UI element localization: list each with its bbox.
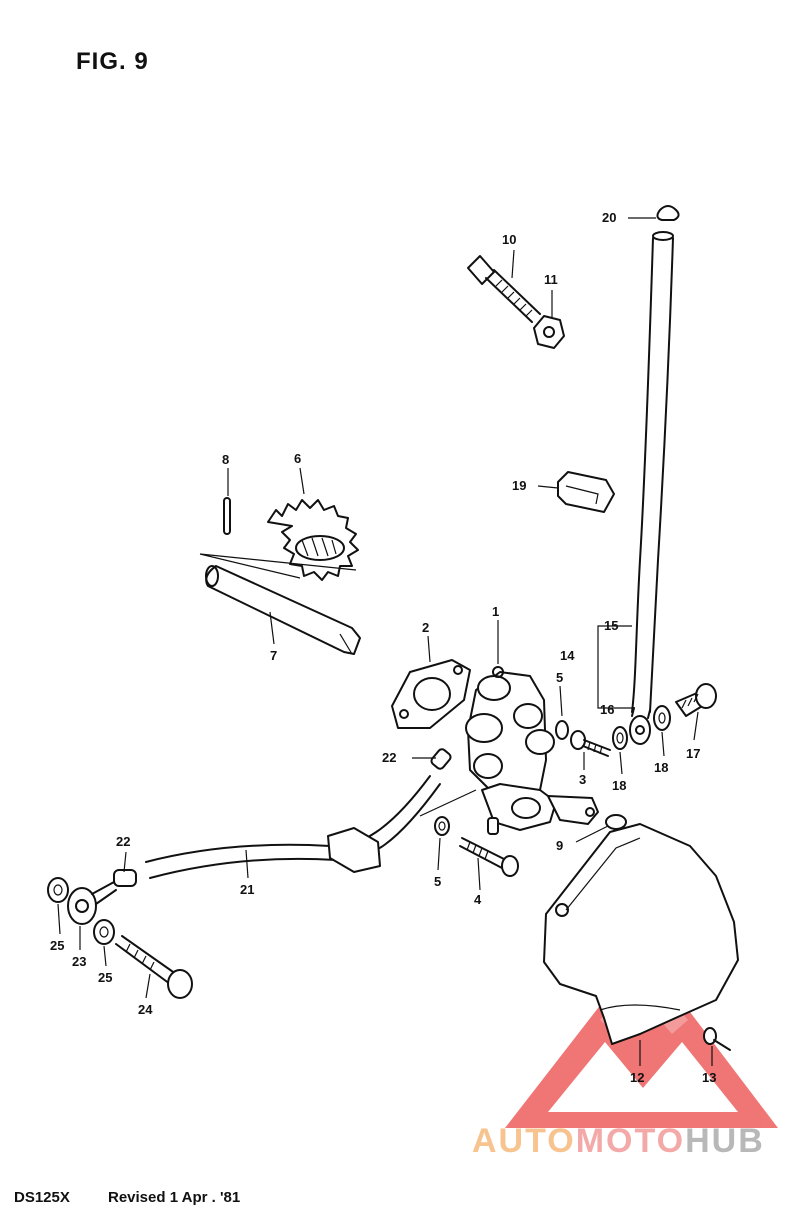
part-19-grommet [557,471,615,513]
part-1-oil-pump [419,666,599,835]
part-5-washer-upper [555,720,569,740]
callout-5-lower: 5 [434,874,441,889]
callout-22-upper: 22 [382,750,396,765]
figure-title: FIG. 9 [76,48,149,75]
watermark-text-hub: HUB [685,1122,765,1160]
part-10-bolt [467,255,541,323]
callout-25-upper: 25 [50,938,64,953]
page-footer: DS125X Revised 1 Apr . '81 [0,1191,800,1205]
part-18-washer-right [653,705,671,731]
callout-17: 17 [686,746,700,761]
callout-18-right: 18 [654,760,668,775]
part-20-clip [628,205,680,221]
callout-13: 13 [702,1070,716,1085]
part-22-hose-clip-lower [113,869,137,887]
callout-7: 7 [270,648,277,663]
part-16-banjo [629,707,651,745]
part-21-oil-line [145,775,441,879]
part-2-gasket [391,659,471,729]
part-8-pin [223,497,231,535]
part-15-oil-hose [631,231,674,713]
watermark-text-auto: AUTO [472,1122,576,1160]
part-22-hose-clip-upper [430,748,452,770]
part-25-washer-lower [93,919,115,945]
part-4-bolt [459,837,519,877]
part-11-nut [533,315,565,349]
part-5-washer-lower [434,816,450,836]
callout-19: 19 [512,478,526,493]
callout-23: 23 [72,954,86,969]
watermark-text: AUTOMOTOHUB [472,1122,765,1161]
callout-11: 11 [544,272,558,287]
part-3-screw [570,730,611,757]
part-12-cover [543,823,739,1045]
part-13-screw [703,1027,731,1051]
callout-1: 1 [492,604,499,619]
callout-4: 4 [474,892,482,907]
callout-9: 9 [556,838,563,853]
callout-2: 2 [422,620,429,635]
callout-18-left: 18 [612,778,626,793]
callout-3: 3 [579,772,586,787]
callout-10: 10 [502,232,516,247]
watermark-text-moto: MOTO [575,1122,686,1160]
callout-14: 14 [560,648,575,663]
callout-25-lower: 25 [98,970,112,985]
part-23-banjo [67,881,117,925]
part-24-banjo-bolt [115,935,193,999]
callout-24: 24 [138,1002,153,1017]
callout-15: 15 [604,618,618,633]
part-18-washer-left [612,726,628,750]
part-9-screw [575,814,627,843]
callout-22-lower: 22 [116,834,130,849]
callout-12: 12 [630,1070,644,1085]
part-17-banjo-bolt [675,683,717,717]
leader-lines [57,249,713,1066]
part-6-gear [267,499,359,581]
footer-revision: Revised 1 Apr . '81 [108,1191,241,1205]
callout-20: 20 [602,210,616,225]
callout-16: 16 [600,702,614,717]
part-7-shaft [199,553,361,655]
footer-model-code: DS125X [14,1191,70,1205]
callout-labels: 1 2 3 4 5 5 6 7 8 9 10 11 12 13 14 15 16… [50,210,716,1085]
part-25-washer-upper [47,877,69,903]
callout-6: 6 [294,451,301,466]
callout-8: 8 [222,452,229,467]
callout-5-upper: 5 [556,670,563,685]
callout-21: 21 [240,882,254,897]
